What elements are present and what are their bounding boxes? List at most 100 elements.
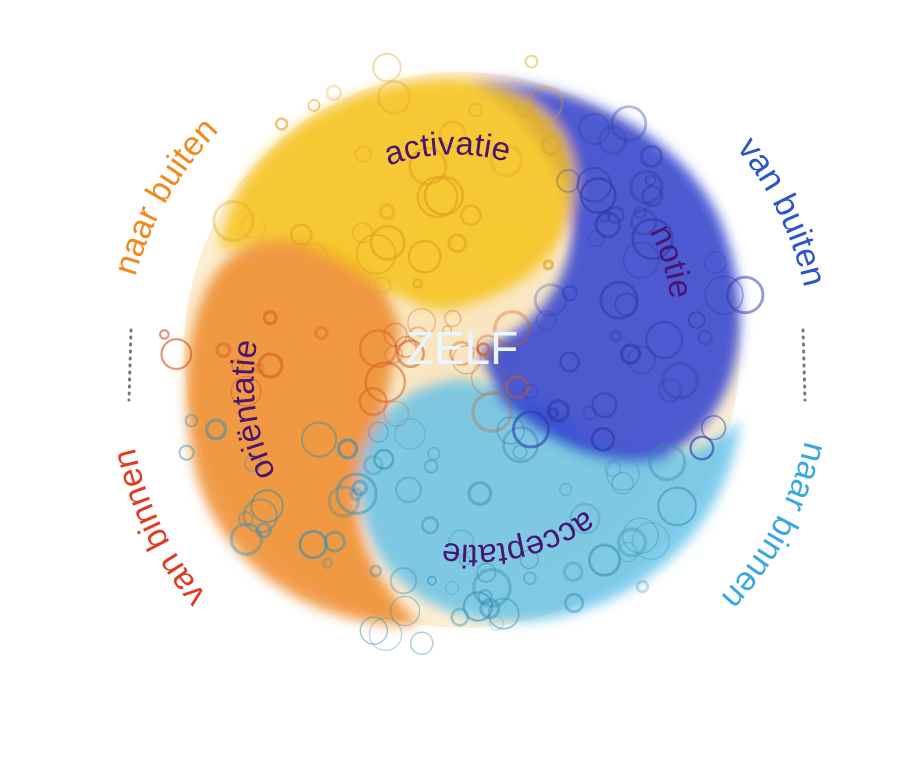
bubble-ring	[349, 487, 364, 502]
bubble-ring	[307, 99, 321, 112]
bubble-ring	[408, 326, 429, 347]
bubble-ring	[427, 575, 437, 586]
bubble-ring	[351, 479, 369, 497]
van-buiten-text: van buiten	[730, 130, 834, 290]
bubble-ring	[535, 310, 557, 331]
bubble-ring	[448, 529, 475, 556]
bubble-ring	[335, 472, 378, 515]
bubble-ring	[383, 322, 408, 347]
bubble-ring	[352, 222, 373, 244]
bubble-ring	[407, 307, 437, 337]
bubble-ring	[231, 358, 245, 373]
bubble-ring	[599, 280, 639, 320]
bubble-ring	[416, 176, 459, 218]
bubble-ring	[300, 421, 338, 458]
bubble-ring	[476, 562, 497, 583]
bubble-ring	[204, 418, 228, 441]
bubble-ring	[215, 342, 232, 359]
bubble-ring	[359, 616, 389, 645]
separator-left	[127, 328, 133, 402]
bubble-ring	[661, 362, 699, 400]
bubble-ring	[547, 407, 559, 419]
bubble-ring	[395, 335, 417, 358]
bubble-ring	[467, 481, 493, 506]
bubble-ring	[449, 340, 475, 367]
bubble-ring	[298, 529, 328, 560]
bubble-ring	[558, 482, 573, 497]
bubble-ring	[487, 597, 520, 630]
bubble-ring	[458, 554, 471, 567]
bubble-ring	[522, 383, 538, 399]
bubble-ring	[645, 320, 684, 360]
bubble-ring	[243, 266, 258, 281]
bubble-ring	[229, 522, 263, 556]
bubble-ring	[373, 276, 392, 295]
bubble-ring	[327, 485, 360, 518]
label-naar-binnen: naar binnen	[714, 439, 834, 617]
bubble-ring	[629, 208, 658, 236]
bubble-ring	[556, 169, 581, 193]
bubble-ring	[468, 103, 483, 117]
bubble-ring	[704, 251, 727, 274]
bubble-ring	[579, 177, 617, 214]
bubble-ring	[250, 489, 284, 523]
bubble-ring	[369, 224, 406, 261]
bubble-ring	[184, 413, 199, 428]
bubble-ring	[475, 334, 500, 359]
bubble-ring	[610, 105, 648, 142]
bubble-ring	[471, 360, 506, 396]
bubble-ring	[325, 84, 343, 102]
bubble-ring	[502, 426, 540, 464]
lobe-orientatie	[186, 238, 420, 626]
bubble-ring	[519, 549, 539, 569]
bubble-ring	[606, 206, 625, 225]
bubble-ring	[378, 203, 396, 221]
bubble-ring	[445, 581, 459, 595]
bubble-ring	[384, 344, 404, 365]
bubble-ring	[648, 443, 687, 482]
bubble-ring	[635, 579, 650, 594]
bubble-ring	[383, 400, 410, 427]
bubble-ring	[476, 342, 491, 356]
bubble-ring	[641, 184, 664, 208]
bubble-ring	[606, 457, 640, 491]
bubble-ring	[611, 472, 634, 495]
bubble-ring	[407, 239, 442, 274]
bubble-ring	[389, 595, 421, 627]
bubble-ring	[505, 375, 530, 400]
bubble-ring	[321, 557, 334, 570]
separator-right	[801, 328, 807, 402]
bubble-ring	[460, 204, 482, 227]
bubble-ring	[290, 223, 313, 246]
center-label: ZELF	[406, 322, 518, 374]
bubble-ring	[412, 277, 423, 289]
bubble-ring	[616, 527, 648, 558]
bubble-ring	[212, 199, 255, 243]
bubble-ring	[631, 217, 674, 261]
bubble-ring	[644, 174, 657, 187]
bubble-ring	[590, 427, 616, 452]
bubble-ring	[604, 460, 622, 478]
bubble-ring	[697, 329, 713, 346]
bubble-ring	[230, 375, 262, 407]
label-van-buiten: van buiten	[730, 130, 834, 290]
bubble-ring	[522, 571, 537, 586]
bubble-ring	[725, 275, 765, 315]
bubble-ring	[240, 213, 266, 239]
bubble-ring	[511, 410, 550, 449]
bubble-ring	[242, 498, 278, 534]
bubble-ring	[489, 143, 523, 178]
bubble-ring	[447, 233, 468, 253]
bubble-ring	[243, 454, 263, 473]
bubble-ring	[591, 391, 618, 419]
bubble-ring	[336, 438, 359, 460]
bubble-ring	[358, 386, 388, 417]
bubble-ring	[363, 455, 384, 476]
bubble-ring	[452, 345, 482, 375]
bubble-ring	[444, 309, 462, 328]
bubble-ring	[323, 530, 346, 553]
bubble-ring	[396, 339, 426, 369]
bubble-ring	[687, 311, 706, 329]
bubble-ring	[496, 416, 526, 445]
bubble-ring	[609, 329, 622, 343]
